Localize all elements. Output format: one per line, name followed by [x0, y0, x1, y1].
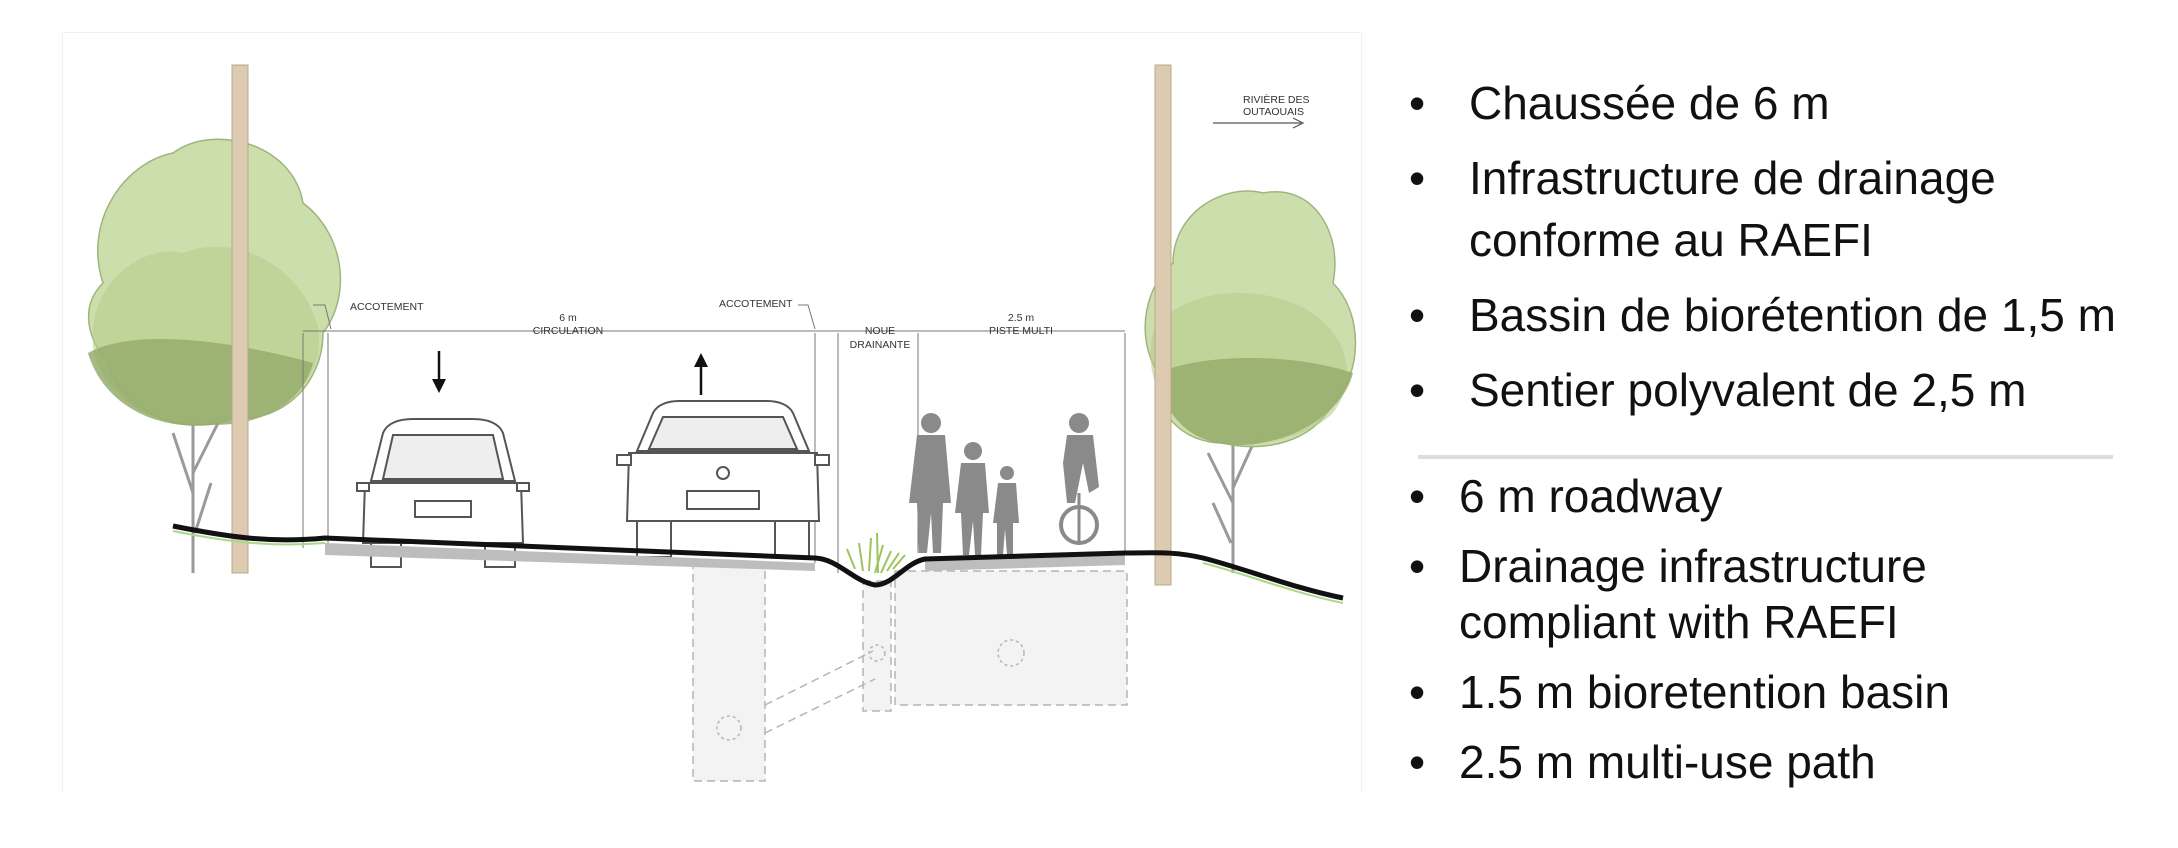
- ground-grass-right: [1202, 562, 1344, 604]
- underground-structures: [692, 564, 1128, 782]
- list-item: Chaussée de 6 m: [1395, 72, 2116, 134]
- arrow-up-icon: [694, 353, 708, 395]
- car-rear-icon: [356, 418, 530, 568]
- underground-pipe-left: [692, 564, 766, 782]
- english-bullet-list: 6 m roadway Drainage infrastructure comp…: [1395, 468, 2019, 804]
- swale-label-line2: DRAINANTE: [850, 339, 911, 351]
- river-label-line1: RIVIÈRE DES: [1243, 93, 1310, 106]
- deciduous-tree-icon: [1144, 190, 1357, 573]
- arrow-down-icon: [432, 351, 446, 393]
- utility-pole-icon: [231, 64, 249, 574]
- grass-swale-icon: [846, 532, 906, 574]
- cross-section-svg: RIVIÈRE DES OUTAOUAIS ACCOTEMENT 6 m CIR…: [87, 64, 1357, 782]
- list-item: Drainage infrastructure compliant with R…: [1395, 538, 2019, 650]
- circulation-width-label: 6 m: [559, 312, 577, 324]
- path-base: [925, 555, 1125, 571]
- cleanout-icon-right: [997, 639, 1025, 667]
- french-bullet-list: Chaussée de 6 m Infrastructure de draina…: [1395, 72, 2116, 434]
- list-item: Bassin de biorétention de 1,5 m: [1395, 284, 2116, 346]
- ground-profile: [172, 523, 1344, 601]
- utility-pole-icon: [1154, 64, 1172, 586]
- ground-grass-left: [172, 530, 326, 546]
- river-label-line2: OUTAOUAIS: [1243, 106, 1304, 118]
- suv-front-icon: [616, 400, 830, 558]
- cyclist-icon: [1059, 413, 1099, 545]
- list-item: 6 m roadway: [1395, 468, 2019, 524]
- list-divider: [1418, 455, 2113, 459]
- left-shoulder-label: ACCOTEMENT: [350, 301, 424, 313]
- cleanout-icon-left: [716, 715, 742, 741]
- list-item: Sentier polyvalent de 2,5 m: [1395, 359, 2116, 421]
- pedestrian-family-icon: [909, 413, 1019, 555]
- arrow-right-icon: [1213, 117, 1305, 129]
- right-shoulder-label: ACCOTEMENT: [719, 298, 793, 310]
- circulation-label: CIRCULATION: [533, 325, 603, 337]
- path-width-label: 2.5 m: [1008, 312, 1035, 324]
- underground-chamber-middle: [862, 580, 892, 712]
- underground-storage-right: [894, 570, 1128, 706]
- swale-label-line1: NOUE: [865, 325, 895, 337]
- road-base: [325, 543, 815, 571]
- underground-connector-pipe: [764, 650, 876, 734]
- deciduous-tree-icon: [87, 138, 342, 573]
- dimension-lines: [302, 304, 1126, 573]
- list-item: Infrastructure de drainage conforme au R…: [1395, 147, 2089, 271]
- list-item: 2.5 m multi-use path: [1395, 734, 2019, 790]
- path-label: PISTE MULTI: [989, 325, 1053, 337]
- cleanout-icon-middle: [868, 644, 886, 662]
- cross-section-diagram: RIVIÈRE DES OUTAOUAIS ACCOTEMENT 6 m CIR…: [62, 32, 1362, 792]
- list-item: 1.5 m bioretention basin: [1395, 664, 2019, 720]
